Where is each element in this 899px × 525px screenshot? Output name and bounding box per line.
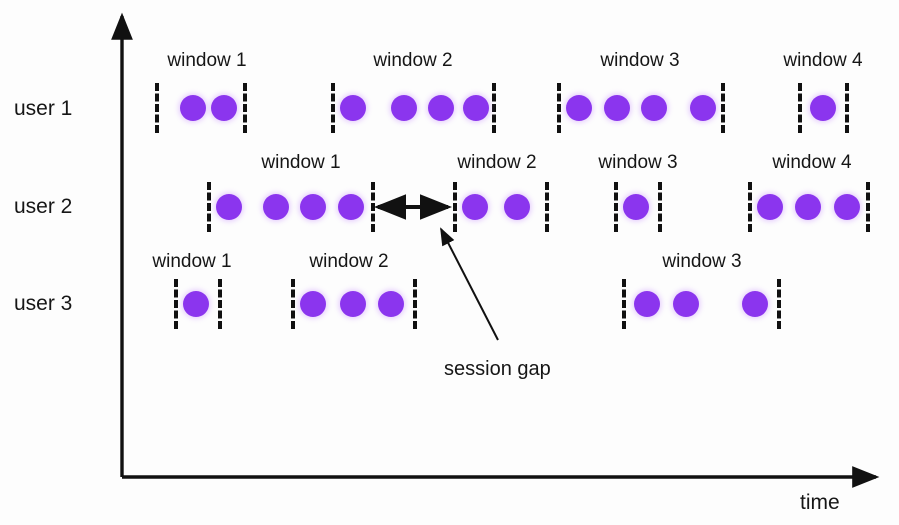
window-bracket-left (622, 279, 626, 329)
event-dot (428, 95, 454, 121)
event-dot (690, 95, 716, 121)
user-label-2: user 2 (14, 195, 73, 218)
window-bracket-left (207, 182, 211, 232)
window-bracket-left (155, 83, 159, 133)
event-dot (810, 95, 836, 121)
event-dot (795, 194, 821, 220)
event-dot (834, 194, 860, 220)
window-bracket-left (174, 279, 178, 329)
window-bracket-left (453, 182, 457, 232)
window-label: window 4 (783, 50, 863, 71)
user-label-1: user 1 (14, 97, 73, 120)
event-dot (378, 291, 404, 317)
user-label-3: user 3 (14, 292, 73, 315)
event-dot (673, 291, 699, 317)
window-bracket-right (218, 279, 222, 329)
x-axis-caption: time (800, 491, 840, 514)
event-dot (183, 291, 209, 317)
event-dot (180, 95, 206, 121)
window-label: window 1 (261, 152, 341, 173)
event-dot (504, 194, 530, 220)
event-dot (634, 291, 660, 317)
event-dot (340, 291, 366, 317)
event-dot (216, 194, 242, 220)
event-dot (566, 95, 592, 121)
window-bracket-left (557, 83, 561, 133)
event-dot (742, 291, 768, 317)
event-dot (604, 95, 630, 121)
session-gap-leader-line (440, 227, 499, 341)
window-label: window 3 (600, 50, 680, 71)
event-dot (263, 194, 289, 220)
event-dot (391, 95, 417, 121)
window-bracket-left (614, 182, 618, 232)
window-label: window 1 (167, 50, 247, 71)
window-bracket-right (845, 83, 849, 133)
window-bracket-right (371, 182, 375, 232)
window-label: window 2 (309, 251, 389, 272)
event-dot (211, 95, 237, 121)
window-bracket-right (545, 182, 549, 232)
window-bracket-left (331, 83, 335, 133)
window-bracket-left (291, 279, 295, 329)
window-bracket-right (777, 279, 781, 329)
window-label: window 3 (662, 251, 742, 272)
event-dot (463, 95, 489, 121)
event-dot (300, 194, 326, 220)
window-label: window 4 (772, 152, 852, 173)
window-label: window 3 (598, 152, 678, 173)
window-bracket-left (798, 83, 802, 133)
window-bracket-right (721, 83, 725, 133)
window-bracket-left (748, 182, 752, 232)
event-dot (338, 194, 364, 220)
event-dot (757, 194, 783, 220)
event-dot (300, 291, 326, 317)
session-gap-label: session gap (444, 358, 551, 380)
event-dot (641, 95, 667, 121)
event-dot (462, 194, 488, 220)
event-dot (623, 194, 649, 220)
window-label: window 2 (373, 50, 453, 71)
window-bracket-right (413, 279, 417, 329)
event-dot (340, 95, 366, 121)
window-bracket-right (492, 83, 496, 133)
window-label: window 2 (457, 152, 537, 173)
window-bracket-right (243, 83, 247, 133)
window-label: window 1 (152, 251, 232, 272)
window-bracket-right (658, 182, 662, 232)
window-bracket-right (866, 182, 870, 232)
